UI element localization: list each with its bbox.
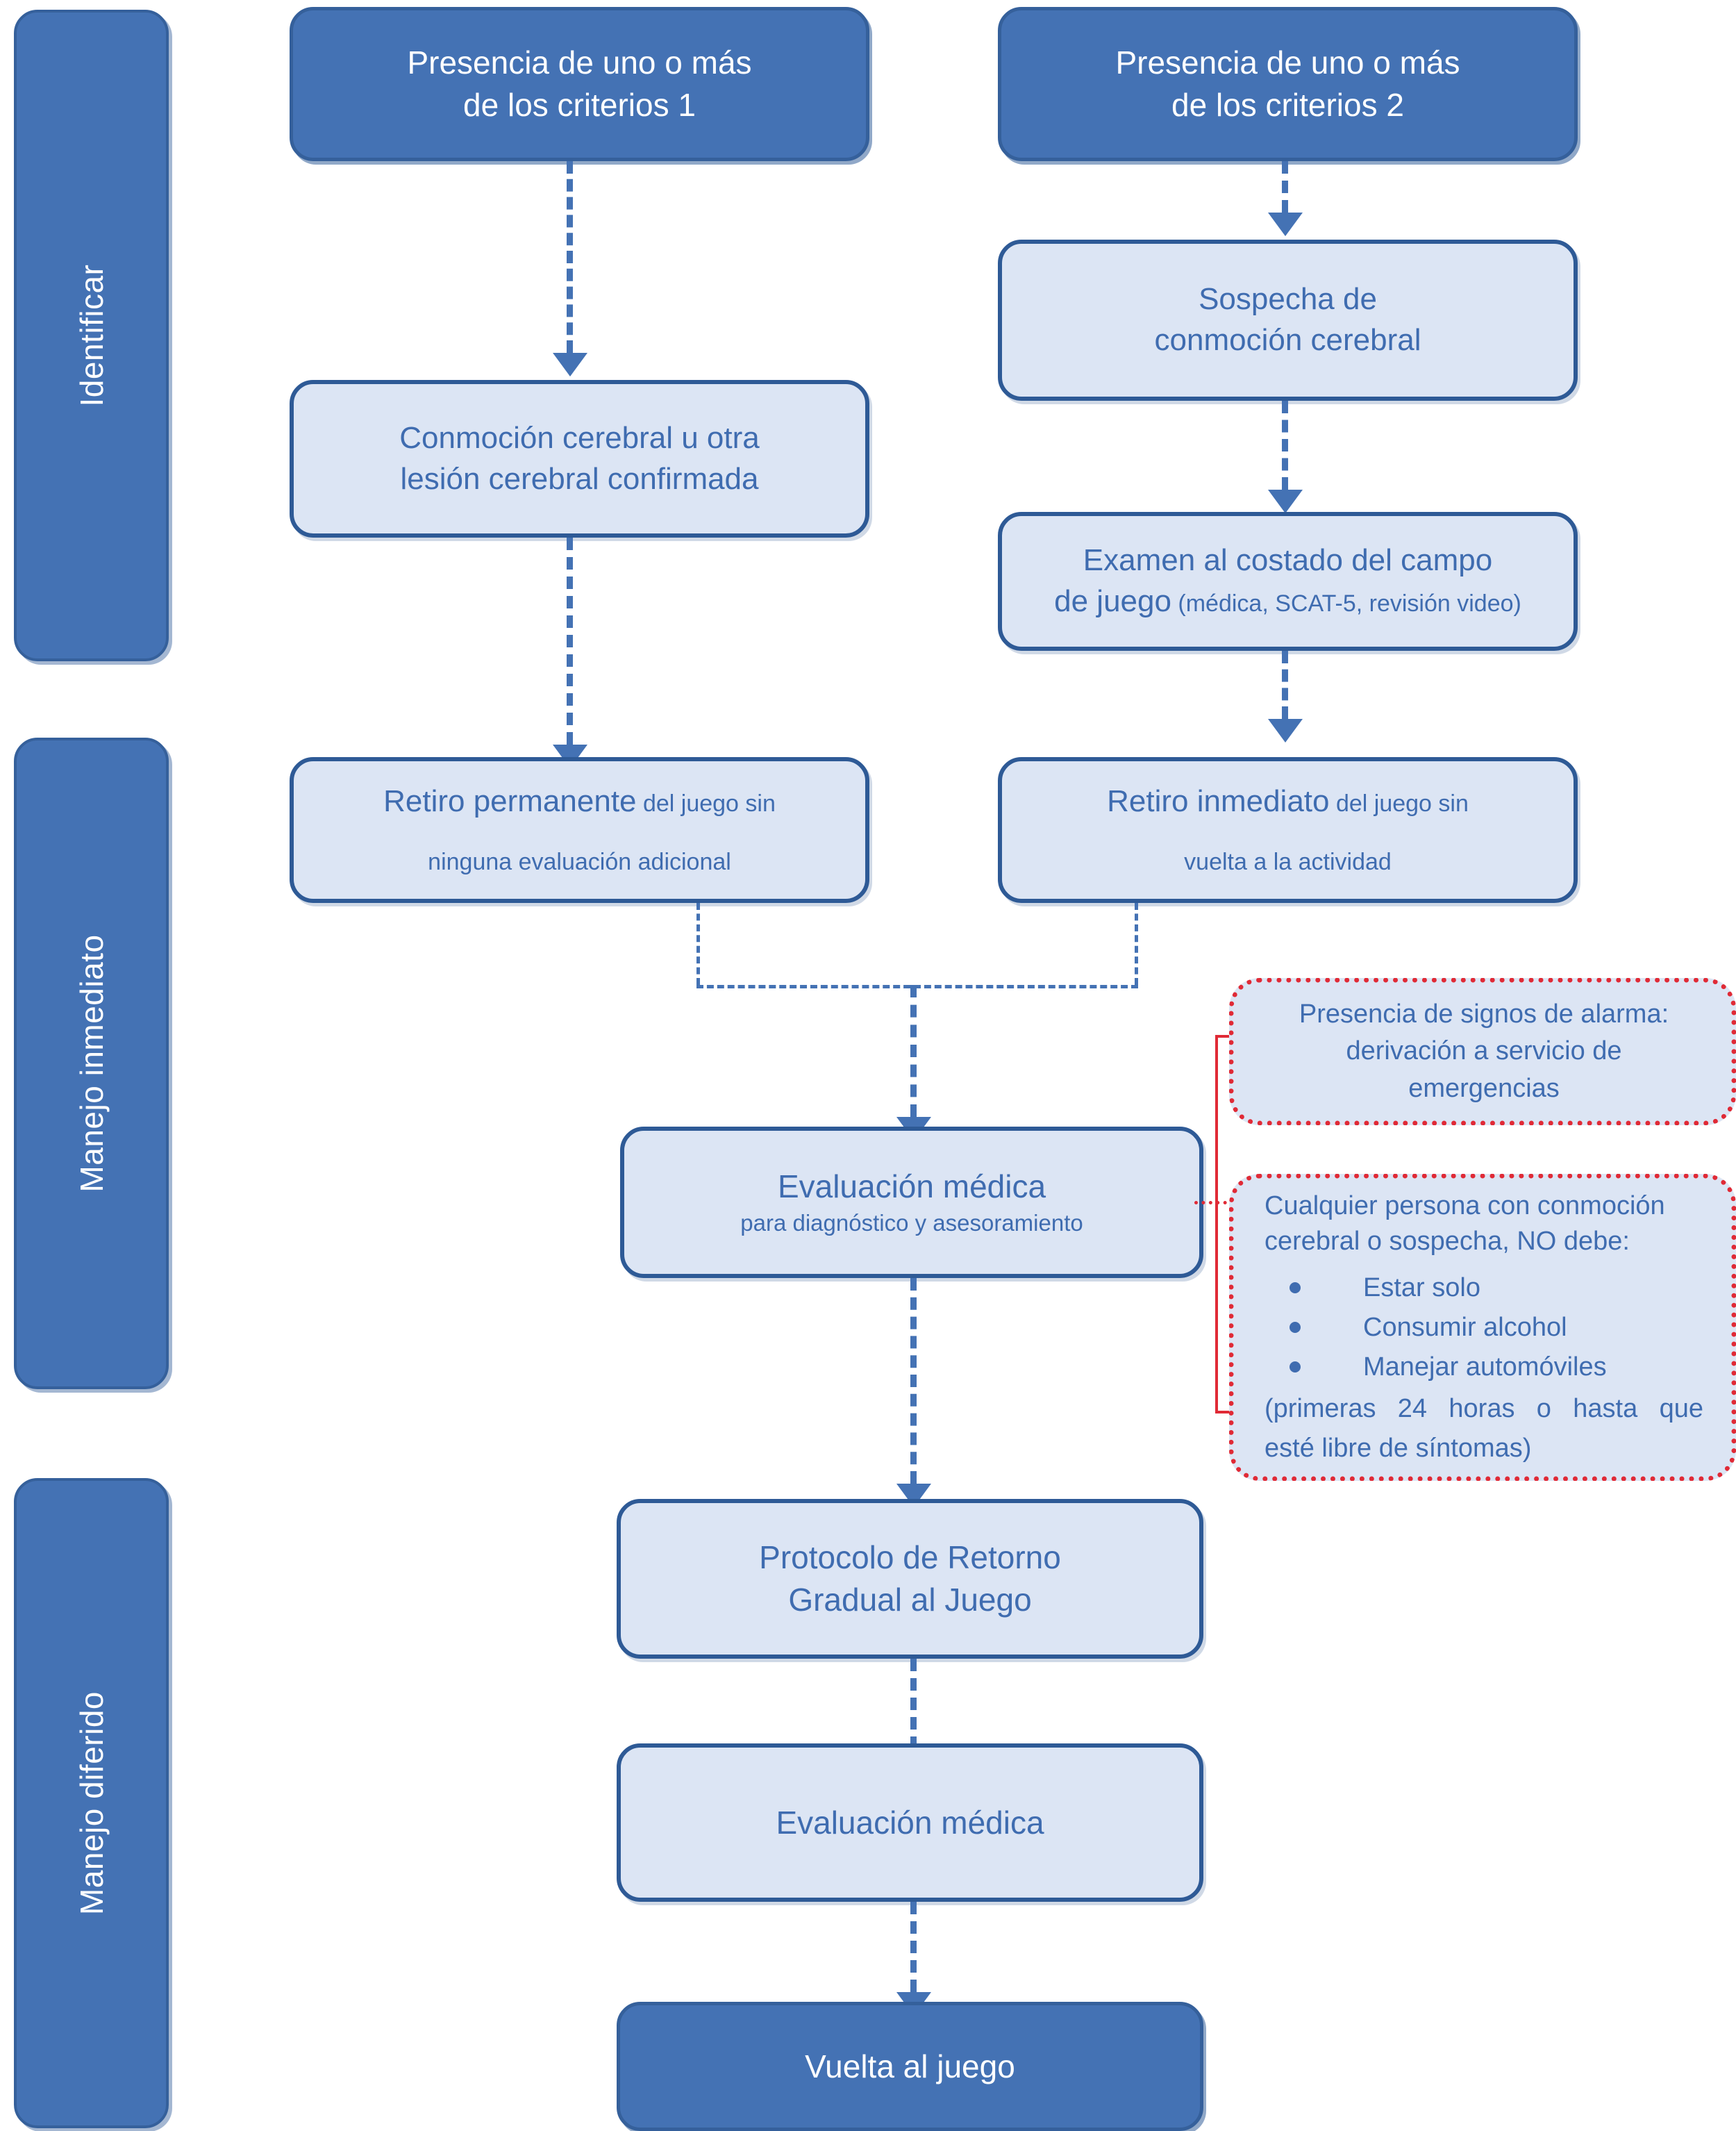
node-conmocion-confirmada: Conmoción cerebral u otra lesión cerebra… (290, 380, 869, 538)
node-protocolo-retorno-line1: Protocolo de Retorno (759, 1539, 1061, 1576)
list-item: Manejar automóviles (1265, 1348, 1703, 1387)
merge-crossbar (696, 985, 1138, 988)
node-examen-costado-campo: Examen al costado del campo de juego (mé… (998, 512, 1578, 651)
node-sospecha-conmocion-line1: Sospecha de (1199, 282, 1377, 317)
node-examen-line2: de juego (médica, SCAT-5, revisión video… (1054, 581, 1521, 622)
connector-evaluacion2-to-vuelta (910, 1902, 917, 1992)
alert-signos-de-alarma-body: Presencia de signos de alarma: derivació… (1234, 972, 1731, 1131)
node-evaluacion-medica-2: Evaluación médica (617, 1743, 1203, 1902)
node-evaluacion-medica-2-title: Evaluación médica (776, 1804, 1044, 1841)
alert-no-debe-title-line1: Cualquier persona con conmoción (1265, 1191, 1665, 1221)
node-criterios-1: Presencia de uno o más de los criterios … (290, 7, 869, 161)
bullet-dot-icon (1290, 1282, 1301, 1294)
alert-signos-de-alarma: Presencia de signos de alarma: derivació… (1229, 978, 1736, 1125)
connector-examen-to-retiro-inmediato (1282, 651, 1288, 719)
node-retiro-permanente-strong: Retiro permanente (383, 783, 637, 818)
node-evaluacion-medica-1-subtitle: para diagnóstico y asesoramiento (740, 1210, 1083, 1236)
alert-no-debe-title-line2: cerebral o sospecha, NO debe: (1265, 1226, 1630, 1256)
rail-label-manejo-inmediato: Manejo inmediato (73, 934, 110, 1193)
node-sospecha-conmocion-line2: conmoción cerebral (1154, 323, 1421, 357)
node-vuelta-al-juego: Vuelta al juego (617, 2002, 1203, 2131)
node-retiro-permanente: Retiro permanente del juego sin ninguna … (290, 757, 869, 903)
merge-right-stem (1135, 903, 1138, 985)
rail-label-identificar: Identificar (73, 264, 110, 407)
node-retiro-inmediato-line1: Retiro inmediato del juego sin (1107, 781, 1469, 822)
merge-left-stem (696, 903, 700, 985)
node-examen-line2-strong: de juego (1054, 584, 1171, 618)
node-retiro-permanente-rest: del juego sin (636, 790, 776, 817)
node-criterios-1-line2: de los criterios 1 (463, 87, 696, 123)
alert-no-debe-body: Cualquier persona con conmoción cerebral… (1234, 1165, 1731, 1489)
node-criterios-2-line2: de los criterios 2 (1171, 87, 1404, 123)
bullet-dot-icon (1290, 1322, 1301, 1334)
rail-manejo-diferido: Manejo diferido (14, 1478, 169, 2128)
alert-signos-line1: Presencia de signos de alarma: (1299, 1000, 1669, 1029)
rail-label-manejo-diferido: Manejo diferido (73, 1691, 110, 1916)
red-stub-to-evaluacion-medica (1194, 1201, 1249, 1204)
arrowhead-sospecha-to-examen (1268, 490, 1303, 513)
node-sospecha-conmocion: Sospecha de conmoción cerebral (998, 240, 1578, 401)
arrowhead-criterios1-to-confirmada (553, 353, 587, 376)
rail-identificar: Identificar (14, 10, 169, 661)
bullet-dot-icon (1290, 1361, 1301, 1373)
node-retiro-inmediato: Retiro inmediato del juego sin vuelta a … (998, 757, 1578, 903)
node-retiro-inmediato-strong: Retiro inmediato (1107, 783, 1330, 818)
alert-no-debe-item-0: Estar solo (1363, 1272, 1480, 1302)
node-criterios-2-line1: Presencia de uno o más (1115, 44, 1460, 81)
connector-merge-to-evaluacion-medica (910, 985, 917, 1117)
connector-sospecha-to-examen (1282, 401, 1288, 490)
connector-criterios1-to-confirmada (567, 161, 573, 353)
node-conmocion-confirmada-line2: lesión cerebral confirmada (400, 461, 759, 496)
node-examen-line2-small: (médica, SCAT-5, revisión video) (1171, 590, 1521, 617)
node-conmocion-confirmada-line1: Conmoción cerebral u otra (399, 420, 760, 455)
alert-no-debe-item-1: Consumir alcohol (1363, 1312, 1567, 1342)
node-retiro-inmediato-rest: del juego sin (1329, 790, 1469, 817)
connector-protocolo-to-evaluacion2 (910, 1659, 917, 1749)
alert-no-debe-foot-line1: (primeras 24 horas o hasta que (1265, 1393, 1703, 1423)
alert-no-debe-item-2: Manejar automóviles (1363, 1352, 1607, 1382)
node-retiro-permanente-line1: Retiro permanente del juego sin (383, 781, 776, 822)
node-retiro-permanente-line2: ninguna evaluación adicional (428, 848, 731, 875)
arrowhead-examen-to-retiro-inmediato (1268, 719, 1303, 743)
list-item: Estar solo (1265, 1268, 1703, 1308)
node-criterios-2: Presencia de uno o más de los criterios … (998, 7, 1578, 161)
alert-signos-line3: emergencias (1408, 1073, 1560, 1103)
node-evaluacion-medica-1: Evaluación médica para diagnóstico y ase… (620, 1127, 1203, 1278)
connector-criterios2-to-sospecha (1282, 161, 1288, 213)
alert-no-debe-foot-line2: esté libre de síntomas) (1265, 1433, 1532, 1463)
connector-confirmada-to-retiro-permanente (567, 538, 573, 745)
node-evaluacion-medica-1-title: Evaluación médica (777, 1168, 1046, 1204)
node-examen-line1: Examen al costado del campo (1083, 543, 1493, 578)
node-criterios-1-line1: Presencia de uno o más (407, 44, 752, 81)
node-vuelta-al-juego-title: Vuelta al juego (805, 2048, 1015, 2084)
node-protocolo-retorno-gradual: Protocolo de Retorno Gradual al Juego (617, 1499, 1203, 1659)
alert-no-debe: Cualquier persona con conmoción cerebral… (1229, 1174, 1736, 1481)
alert-no-debe-list: Estar solo Consumir alcohol Manejar auto… (1265, 1268, 1703, 1387)
connector-evaluacion1-to-protocolo (910, 1278, 917, 1484)
node-protocolo-retorno-line2: Gradual al Juego (788, 1582, 1032, 1618)
node-retiro-inmediato-line2: vuelta a la actividad (1184, 848, 1392, 875)
alert-signos-line2: derivación a servicio de (1346, 1036, 1622, 1066)
rail-manejo-inmediato: Manejo inmediato (14, 738, 169, 1389)
list-item: Consumir alcohol (1265, 1308, 1703, 1348)
arrowhead-criterios2-to-sospecha (1268, 213, 1303, 236)
